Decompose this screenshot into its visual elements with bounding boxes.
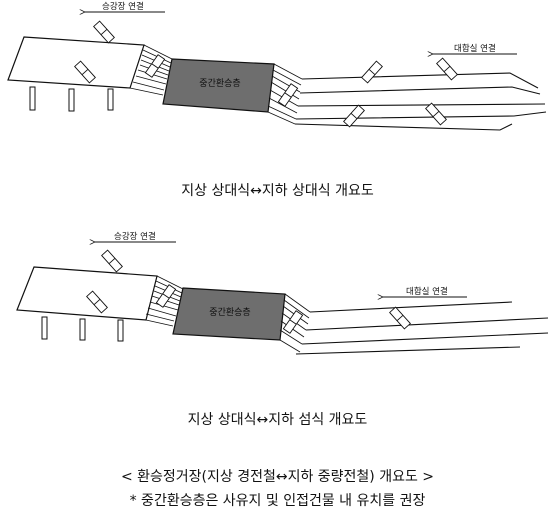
waiting-room-link-label: 대합실 연결	[454, 43, 496, 54]
hub-track-connector	[267, 63, 303, 125]
platform-link-callout: 승강장 연결	[94, 231, 176, 242]
platform-link-label: 승강장 연결	[102, 1, 144, 12]
underground-tracks	[295, 301, 549, 355]
platform-link-label: 승강장 연결	[114, 231, 156, 242]
waiting-room-link-callout: 대합실 연결	[382, 286, 467, 297]
diagram-1-caption: 지상 상대식↔지하 상대식 개요도	[181, 183, 374, 199]
platform-pillars	[41, 316, 124, 342]
figure-note: * 중간환승층은 사유지 및 인접건물 내 유치를 권장	[129, 493, 426, 509]
platform-link-callout: 승강장 연결	[84, 1, 165, 12]
hub-label: 중간환승층	[199, 77, 240, 89]
waiting-room-link-callout: 대합실 연결	[432, 43, 517, 54]
platform-pillars	[29, 86, 114, 112]
hub-track-connector	[279, 293, 311, 353]
underground-tracks	[294, 72, 547, 131]
diagram-2: 중간환승층	[16, 231, 549, 355]
passage-markers	[86, 249, 411, 334]
elevated-platform	[16, 266, 158, 321]
figure-title: < 환승정거장(지상 경전철↔지하 중량전철) 개요도 >	[120, 469, 435, 485]
passage-markers	[74, 20, 458, 128]
hub-label: 중간환승층	[209, 306, 250, 318]
diagram-1: 중간환승층	[7, 1, 547, 131]
waiting-room-link-label: 대합실 연결	[406, 286, 448, 297]
elevated-platform	[7, 36, 145, 89]
diagram-2-caption: 지상 상대식↔지하 섬식 개요도	[187, 412, 368, 428]
